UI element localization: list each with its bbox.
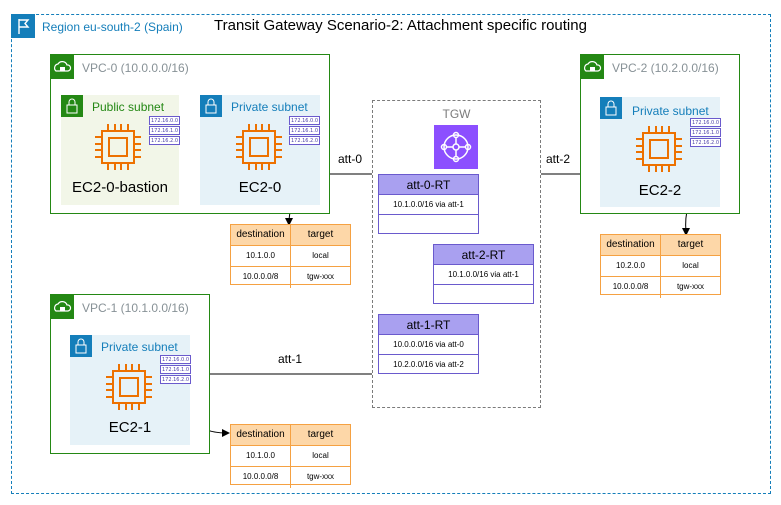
attachment-label: att-0 xyxy=(338,152,363,166)
table-header-cell: target xyxy=(307,429,334,440)
subnet-route-table-vpc-2: destination target 10.2.0.0 local 10.0.0… xyxy=(600,234,721,298)
table-cell: 10.2.0.0 xyxy=(601,256,661,276)
private-subnet-label: Private subnet xyxy=(632,104,709,118)
eni-ip: 172.16.0.0 xyxy=(160,355,191,364)
subnet-route-table-vpc-1: destination target 10.1.0.0 local 10.0.0… xyxy=(230,424,351,488)
table-header-cell: target xyxy=(677,239,704,250)
eni-ip: 172.16.0.0 xyxy=(289,116,320,125)
route-table-row: 10.2.0.0/16 via att-2 xyxy=(393,360,464,369)
attachment-label: att-1 xyxy=(278,352,303,366)
diagram-title: Transit Gateway Scenario-2: Attachment s… xyxy=(214,17,587,34)
eni-ip: 172.16.1.0 xyxy=(160,365,191,374)
vpc-cloud-lock-icon xyxy=(50,55,74,79)
eni-ip: 172.16.0.0 xyxy=(690,118,721,127)
route-table-title: att-2-RT xyxy=(434,245,533,265)
tgw-container xyxy=(372,100,541,408)
eni-ip: 172.16.2.0 xyxy=(690,138,721,147)
eni-ip: 172.16.1.0 xyxy=(289,126,320,135)
table-cell: 10.0.0.0/8 xyxy=(231,267,291,288)
ec2-chip-icon xyxy=(236,124,282,175)
lock-icon xyxy=(70,335,92,357)
table-cell: 10.1.0.0 xyxy=(231,446,291,466)
table-header-row: destination target xyxy=(231,225,350,246)
table-cell: 10.0.0.0/8 xyxy=(601,277,661,298)
table-cell: tgw-xxx xyxy=(676,282,705,291)
eni-ip: 172.16.1.0 xyxy=(149,126,180,135)
vpc-1-label: VPC-1 (10.1.0.0/16) xyxy=(82,301,189,315)
route-table-row xyxy=(379,215,478,235)
ec2-chip-icon xyxy=(106,364,152,415)
table-cell: local xyxy=(312,251,329,260)
flag-icon xyxy=(11,14,35,38)
private-subnet-label: Private subnet xyxy=(101,340,178,354)
table-row: 10.0.0.0/8 tgw-xxx xyxy=(231,467,350,488)
vpc-cloud-lock-icon xyxy=(580,55,604,79)
table-row: 10.0.0.0/8 tgw-xxx xyxy=(231,267,350,288)
eni-ip: 172.16.1.0 xyxy=(690,128,721,137)
table-row: 10.0.0.0/8 tgw-xxx xyxy=(601,277,720,298)
vpc-cloud-lock-icon xyxy=(50,295,74,319)
table-cell: 10.1.0.0 xyxy=(231,246,291,266)
table-header-cell: destination xyxy=(601,235,661,255)
ec2-1-label: EC2-1 xyxy=(108,419,152,436)
route-table-row: 10.1.0.0/16 via att-1 xyxy=(379,195,478,215)
route-table-row: 10.1.0.0/16 via att-1 xyxy=(434,265,533,285)
table-header-cell: destination xyxy=(231,425,291,445)
route-table-row xyxy=(434,285,533,305)
table-header-row: destination target xyxy=(601,235,720,256)
table-cell: local xyxy=(312,451,329,460)
eni-ip-list: 172.16.0.0 172.16.1.0 172.16.2.0 xyxy=(289,116,320,146)
private-subnet-label: Private subnet xyxy=(231,100,308,114)
eni-ip-list: 172.16.0.0 172.16.1.0 172.16.2.0 xyxy=(160,355,191,385)
lock-icon xyxy=(200,95,222,117)
vpc-0-label: VPC-0 (10.0.0.0/16) xyxy=(82,61,189,75)
table-cell: tgw-xxx xyxy=(306,272,335,281)
table-row: 10.1.0.0 local xyxy=(231,246,350,267)
route-table-title: att-1-RT xyxy=(379,315,478,335)
lock-icon xyxy=(61,95,83,117)
table-header-cell: target xyxy=(307,229,334,240)
eni-ip: 172.16.0.0 xyxy=(149,116,180,125)
ec2-0-label: EC2-0 xyxy=(238,179,282,196)
ec2-2-label: EC2-2 xyxy=(638,182,682,199)
table-header-cell: destination xyxy=(231,225,291,245)
table-cell: tgw-xxx xyxy=(306,472,335,481)
ec2-0-arrowhead xyxy=(285,218,293,226)
eni-ip: 172.16.2.0 xyxy=(160,375,191,384)
vpc-2-label: VPC-2 (10.2.0.0/16) xyxy=(612,61,719,75)
subnet-route-table-vpc-0: destination target 10.1.0.0 local 10.0.0… xyxy=(230,224,351,288)
route-table-row: 10.0.0.0/16 via att-0 xyxy=(379,335,478,355)
attachment-label: att-2 xyxy=(546,152,571,166)
ec2-chip-icon xyxy=(95,124,141,175)
ec2-0-bastion-label: EC2-0-bastion xyxy=(72,179,168,196)
ec2-2-arrowhead xyxy=(682,228,690,236)
lock-icon xyxy=(600,97,622,119)
table-row: 10.2.0.0 local xyxy=(601,256,720,277)
eni-ip-list: 172.16.0.0 172.16.1.0 172.16.2.0 xyxy=(149,116,180,146)
eni-ip: 172.16.2.0 xyxy=(289,136,320,145)
ec2-chip-icon xyxy=(636,126,682,177)
table-header-row: destination target xyxy=(231,425,350,446)
eni-ip-list: 172.16.0.0 172.16.1.0 172.16.2.0 xyxy=(690,118,721,148)
tgw-route-table-att-1: att-1-RT 10.0.0.0/16 via att-0 10.2.0.0/… xyxy=(378,314,479,374)
tgw-label: TGW xyxy=(442,107,471,121)
ec2-1-arrowhead xyxy=(222,429,230,437)
tgw-route-table-att-2: att-2-RT 10.1.0.0/16 via att-1 xyxy=(433,244,534,304)
region-label: Region eu-south-2 (Spain) xyxy=(42,20,183,34)
region-container xyxy=(11,14,771,494)
public-subnet-label: Public subnet xyxy=(92,100,165,114)
table-cell: 10.0.0.0/8 xyxy=(231,467,291,488)
route-table-title: att-0-RT xyxy=(379,175,478,195)
transit-gateway-icon xyxy=(434,125,478,169)
tgw-route-table-att-0: att-0-RT 10.1.0.0/16 via att-1 xyxy=(378,174,479,234)
table-row: 10.1.0.0 local xyxy=(231,446,350,467)
eni-ip: 172.16.2.0 xyxy=(149,136,180,145)
table-cell: local xyxy=(682,261,699,270)
